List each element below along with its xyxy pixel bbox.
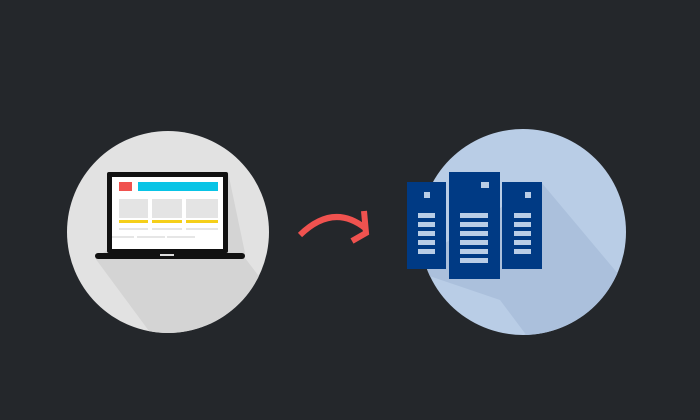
screen-logo <box>119 182 132 191</box>
server-rack-icon <box>407 172 542 279</box>
client-node <box>67 131 269 333</box>
screen-header-bar <box>138 182 218 191</box>
server-node <box>407 129 626 335</box>
laptop-icon <box>95 172 245 259</box>
curved-arrow-right-icon <box>297 210 370 244</box>
